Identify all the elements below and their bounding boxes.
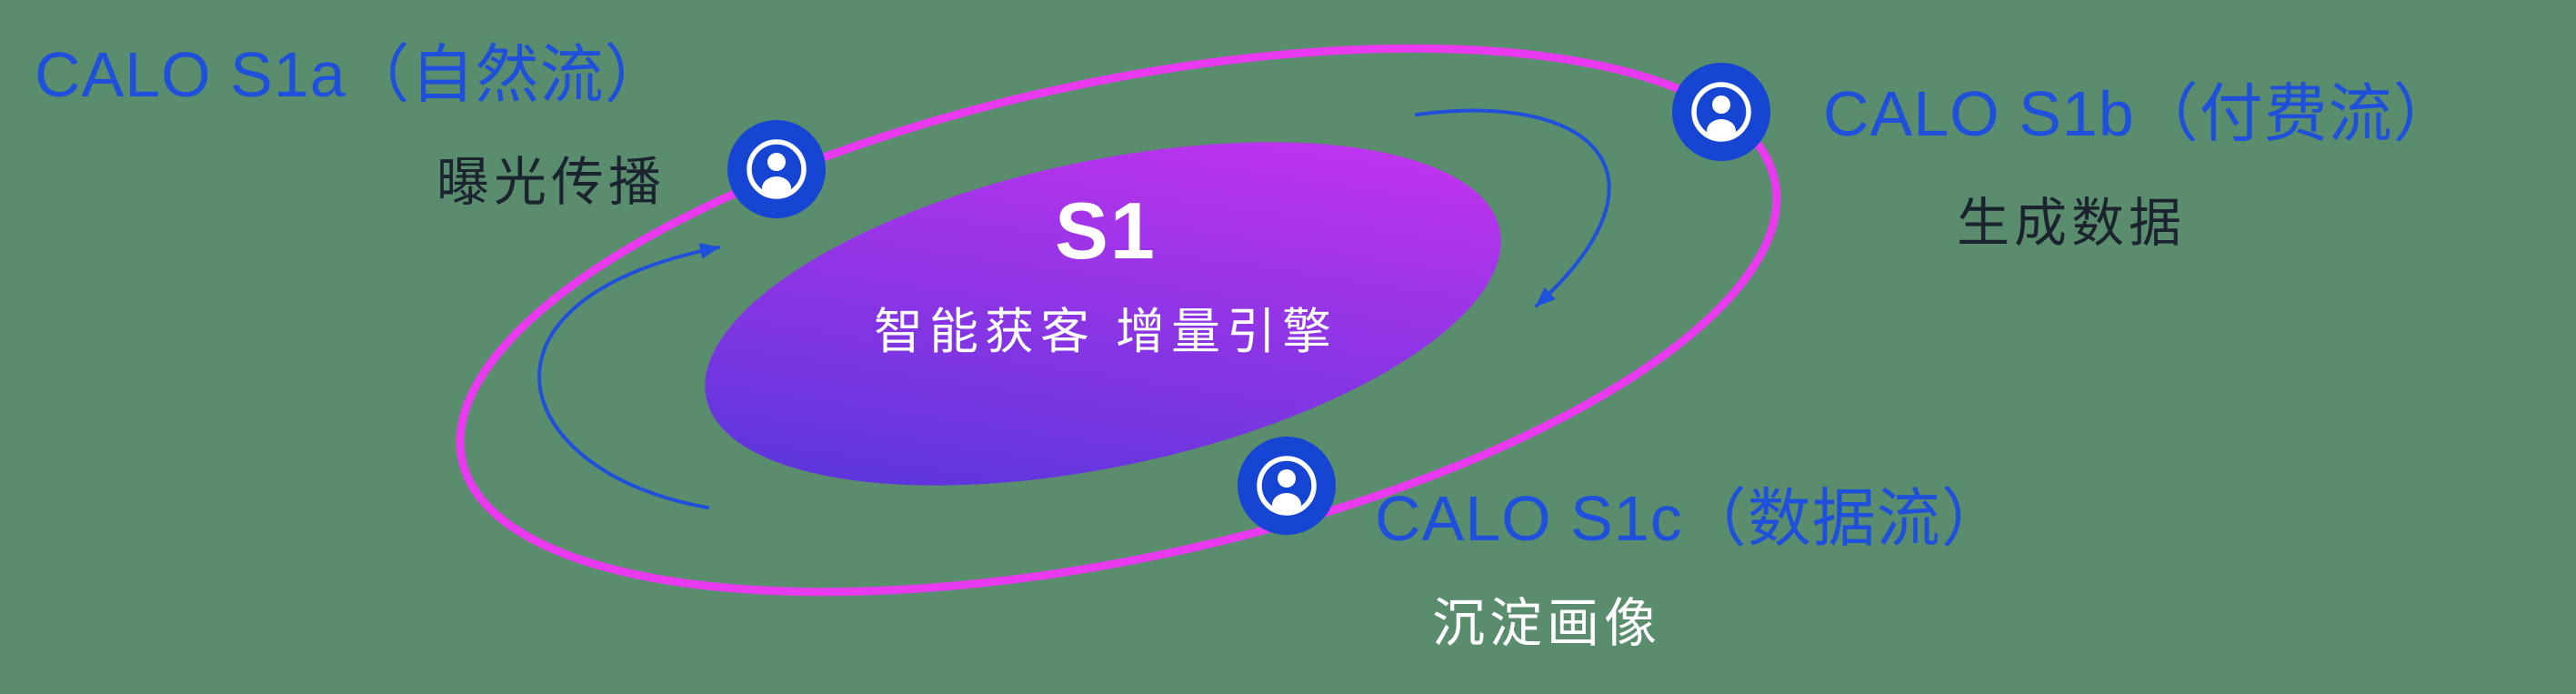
- core-subtitle: 智能获客 增量引擎: [873, 305, 1338, 360]
- node-s1a: [727, 120, 826, 218]
- label-s1c-title: CALO S1c（数据流）: [1375, 483, 2006, 554]
- flow-arrow-left: [537, 243, 720, 509]
- core-ellipse: [705, 142, 1501, 486]
- label-s1a-title: CALO S1a（自然流）: [35, 39, 669, 110]
- core-title: S1: [1055, 186, 1157, 276]
- label-s1b-subtitle: 生成数据: [1957, 194, 2187, 253]
- node-s1b: [1672, 63, 1770, 161]
- user-in-circle-icon: [1238, 437, 1336, 535]
- label-s1b-title: CALO S1b（付费流）: [1823, 78, 2458, 149]
- node-s1c: [1238, 437, 1336, 535]
- user-in-circle-icon: [727, 120, 826, 218]
- label-s1a-subtitle: 曝光传播: [436, 153, 667, 212]
- core-label-group: S1 智能获客 增量引擎: [742, 186, 1469, 363]
- flow-arrow-top-right: [1415, 108, 1611, 307]
- orbit-ring: [456, 44, 1781, 597]
- label-s1c-subtitle: 沉淀画像: [1432, 594, 1662, 653]
- user-in-circle-icon: [1672, 63, 1770, 161]
